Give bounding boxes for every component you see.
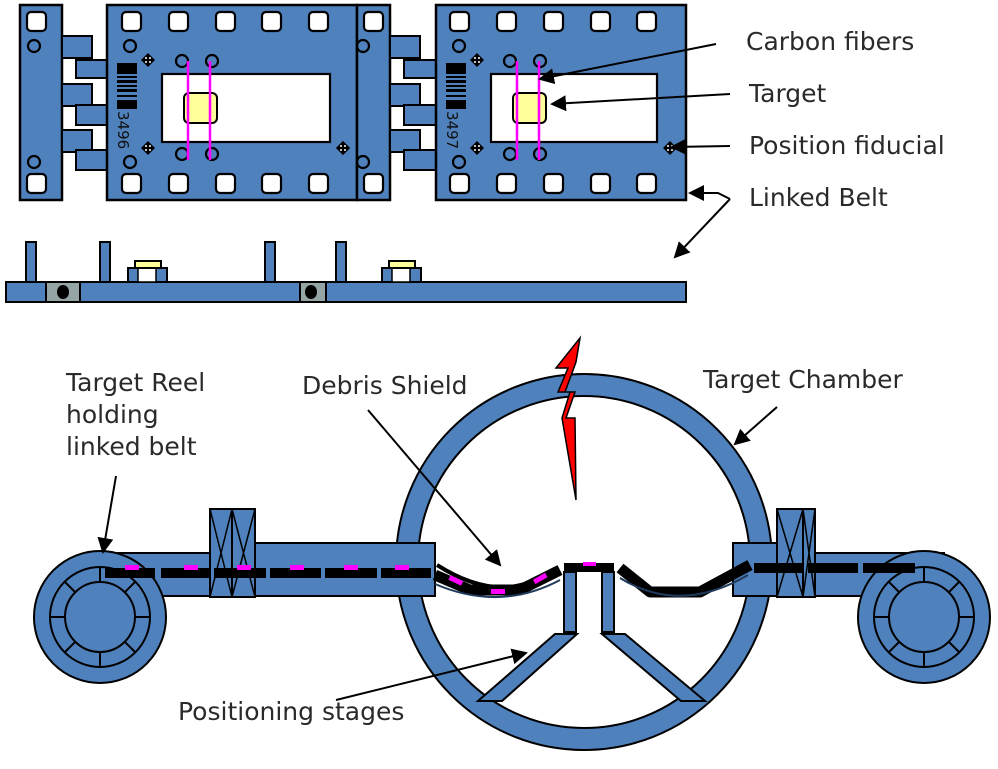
target-reel-right: [857, 550, 991, 684]
partial-frame-mid: [355, 3, 392, 202]
arrow-debris-shield: [367, 409, 502, 567]
target-chamber-assembly: [33, 335, 991, 751]
belt-frame: 3496: [105, 3, 359, 202]
belt-segments-left: [105, 565, 431, 578]
label-target-chamber: Target Chamber: [702, 365, 904, 394]
frame-serial: 3496: [114, 111, 132, 149]
hinge-links: [61, 35, 108, 171]
barcode: [446, 63, 466, 109]
side-post: [25, 241, 37, 283]
side-target: [381, 260, 422, 283]
side-target: [127, 260, 168, 283]
belt-in-chamber-left: [432, 565, 563, 598]
barcode: [117, 63, 137, 109]
label-position-fiducial: Position fiducial: [749, 131, 945, 160]
label-target-reel-3: linked belt: [66, 432, 197, 461]
label-positioning-stages: Positioning stages: [178, 697, 404, 726]
arrow-positioning-stages: [335, 648, 528, 701]
alignment-hole: [26, 38, 42, 54]
hinge-links: [389, 35, 437, 171]
belt-in-chamber-right: [616, 560, 753, 598]
gate-valve-left: [209, 508, 256, 598]
label-target: Target: [748, 79, 827, 108]
arrow-linked-belt-top: [688, 185, 731, 201]
side-post: [99, 241, 111, 283]
frame-serial: 3497: [443, 111, 461, 149]
arrow-linked-belt-side: [673, 198, 731, 259]
alignment-hole: [26, 154, 42, 170]
belt-frame: 3497: [434, 3, 688, 202]
side-post: [264, 241, 276, 283]
belt-segments-right: [754, 563, 915, 573]
arrow-target: [550, 93, 731, 112]
top-view-belt: 3496: [18, 3, 688, 202]
positioning-stage-legs: [475, 633, 708, 702]
label-target-reel-2: holding: [66, 400, 159, 429]
arrow-target-chamber: [733, 406, 778, 446]
arrow-carbon-fibers: [538, 43, 717, 85]
positioning-stage-center: [563, 562, 615, 633]
label-linked-belt: Linked Belt: [749, 183, 888, 212]
arrow-position-fiducial: [670, 138, 731, 155]
label-target-reel-1: Target Reel: [65, 368, 205, 397]
partial-frame-left: [18, 3, 64, 202]
target-reel-left: [33, 550, 167, 684]
side-view-belt: [5, 241, 687, 303]
label-debris-shield: Debris Shield: [302, 371, 468, 400]
laser-bolt-icon: [554, 335, 582, 501]
label-carbon-fibers: Carbon fibers: [746, 27, 914, 56]
side-post: [335, 241, 347, 283]
arrow-target-reel: [97, 475, 117, 554]
gate-valve-right: [776, 508, 816, 598]
